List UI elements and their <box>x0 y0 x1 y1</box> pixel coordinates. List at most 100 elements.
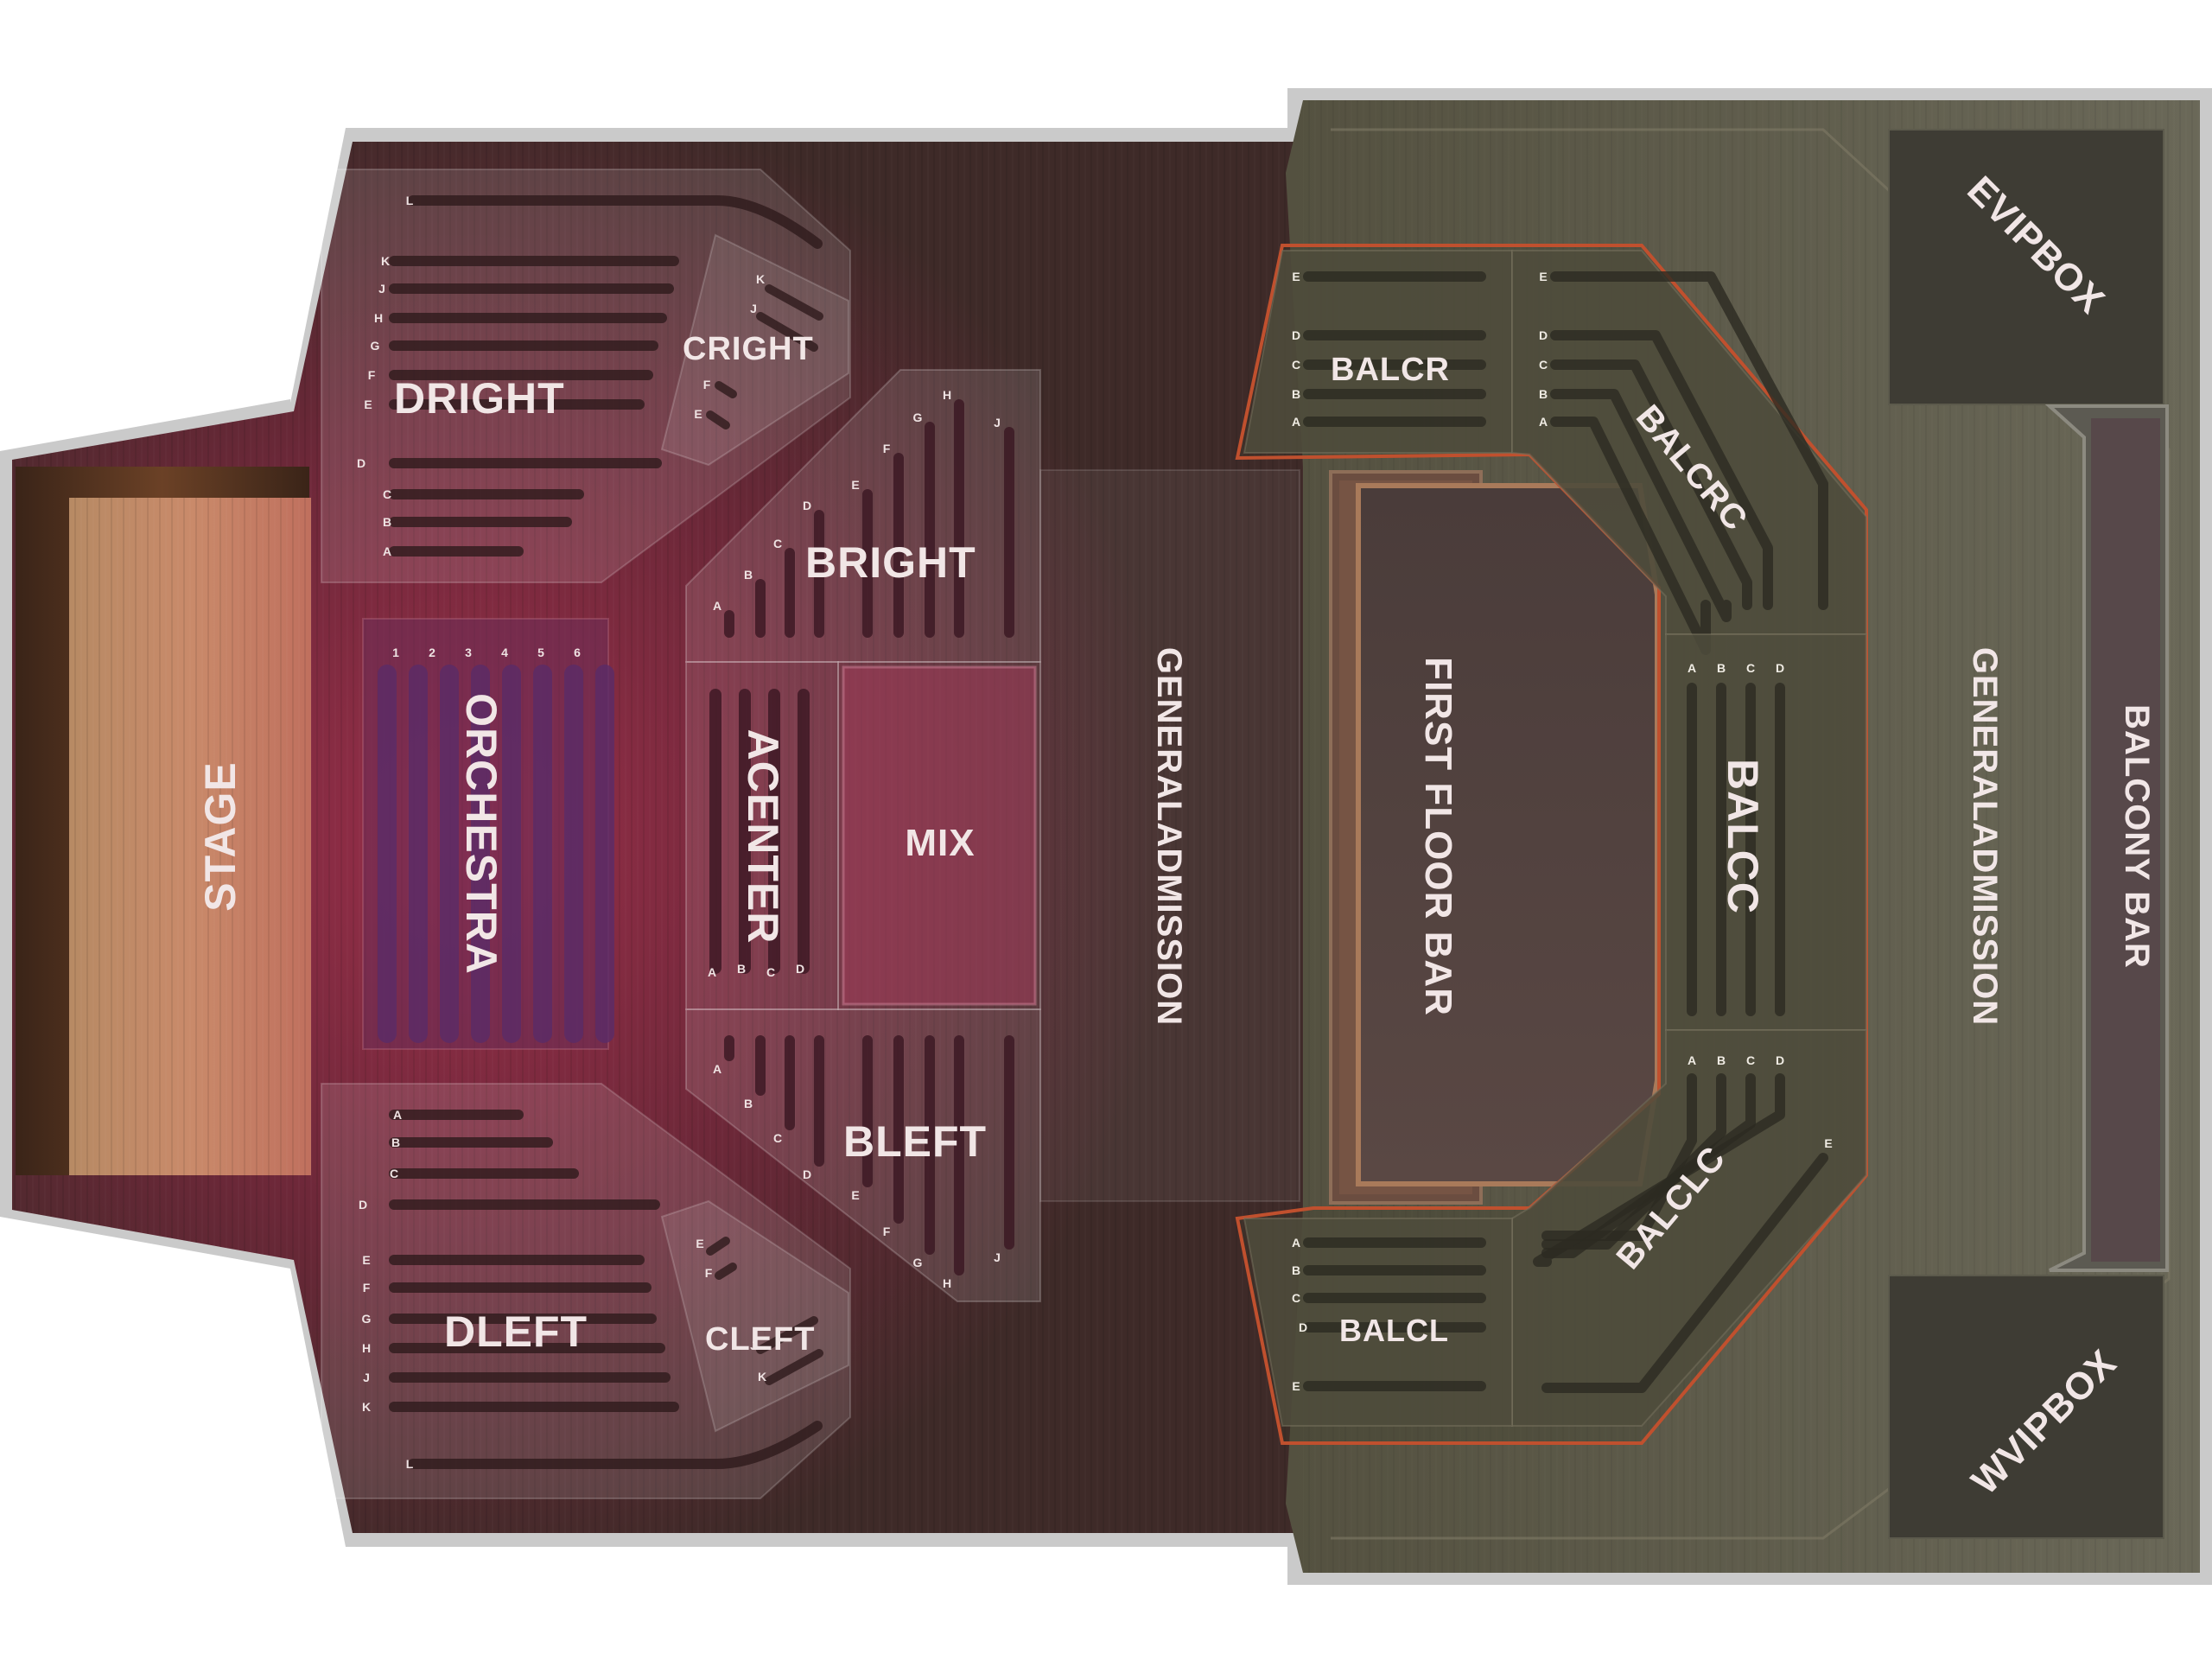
row-label: D <box>1539 328 1548 342</box>
row-label: D <box>796 962 804 976</box>
row-label: F <box>703 378 711 391</box>
row-label: K <box>381 254 390 268</box>
row-label: D <box>357 456 365 470</box>
seat-row[interactable] <box>408 1421 823 1469</box>
seat-row[interactable] <box>765 284 823 321</box>
row-label: D <box>1776 1053 1784 1067</box>
row-label: 4 <box>501 646 508 659</box>
row-label: E <box>851 1188 859 1202</box>
row-label: 6 <box>574 646 581 659</box>
row-label: A <box>1292 1236 1300 1250</box>
row-label: J <box>994 1250 1001 1264</box>
row-label: J <box>750 1339 757 1352</box>
seat-row[interactable] <box>1550 330 1773 610</box>
seat-row[interactable] <box>1550 417 1711 655</box>
row-label: B <box>383 515 391 529</box>
seat-row[interactable] <box>1541 1153 1828 1393</box>
seat-row[interactable] <box>715 1263 737 1280</box>
stage-area[interactable]: STAGE <box>16 467 311 1175</box>
row-label: A <box>713 599 721 613</box>
seat-row[interactable] <box>715 381 737 398</box>
section-general-admission-floor[interactable]: GENERALADMISSION <box>1039 469 1300 1202</box>
row-label: C <box>1746 661 1755 675</box>
seat-row[interactable] <box>1550 389 1732 622</box>
seat-row[interactable] <box>706 410 730 429</box>
seat-row[interactable] <box>1533 1073 1785 1267</box>
bleft-label: BLEFT <box>843 1117 987 1166</box>
row-label: F <box>883 1225 891 1238</box>
balcc-label: BALCC <box>1719 759 1767 914</box>
ga-floor-label: GENERALADMISSION <box>1150 647 1188 1026</box>
row-label: A <box>1688 1053 1696 1067</box>
row-label: 3 <box>465 646 472 659</box>
row-label: L <box>406 1457 414 1471</box>
row-label: C <box>1539 358 1548 372</box>
row-label: E <box>364 398 372 411</box>
row-label: F <box>363 1281 371 1295</box>
seat-row[interactable] <box>408 195 823 249</box>
section-wvipbox[interactable]: WVIPBOX <box>1888 1275 2164 1539</box>
row-label: B <box>1717 661 1726 675</box>
row-label: 2 <box>429 646 435 659</box>
seat-row[interactable] <box>756 1316 818 1354</box>
cleft-label: CLEFT <box>705 1321 815 1358</box>
seat-row[interactable] <box>706 1237 730 1256</box>
dleft-label: DLEFT <box>444 1307 588 1356</box>
row-label: D <box>359 1198 367 1212</box>
seat-row[interactable] <box>756 312 818 352</box>
row-label: E <box>696 1237 703 1250</box>
row-label: H <box>362 1341 371 1355</box>
row-label: L <box>406 194 414 207</box>
row-label: C <box>773 537 782 550</box>
row-label: A <box>1539 415 1548 429</box>
seat-row[interactable] <box>1550 271 1828 610</box>
row-label: G <box>362 1312 372 1326</box>
row-label: A <box>708 965 716 979</box>
seat-row[interactable] <box>1550 359 1752 610</box>
row-label: J <box>994 416 1001 429</box>
seat-row[interactable] <box>765 1349 823 1385</box>
row-label: E <box>362 1253 370 1267</box>
row-label: D <box>803 1167 811 1181</box>
row-label: C <box>383 487 391 501</box>
balcl-label: BALCL <box>1339 1313 1449 1348</box>
section-evipbox[interactable]: EVIPBOX <box>1888 129 2164 405</box>
row-label: G <box>913 410 923 424</box>
section-general-admission-balcony[interactable]: GENERALADMISSION <box>1966 647 2004 1026</box>
row-label: G <box>913 1256 923 1269</box>
row-label: E <box>1292 1379 1300 1393</box>
row-label: J <box>378 282 385 296</box>
row-label: C <box>766 965 775 979</box>
section-mix[interactable]: MIX <box>837 661 1041 1010</box>
row-label: J <box>363 1371 370 1384</box>
row-label: H <box>374 311 383 325</box>
row-label: B <box>1717 1053 1726 1067</box>
row-label: K <box>758 1370 766 1384</box>
row-label: B <box>1292 1263 1300 1277</box>
row-label: A <box>1292 415 1300 429</box>
dright-label: DRIGHT <box>394 374 565 423</box>
row-label: 1 <box>392 646 399 659</box>
row-label: C <box>1292 1291 1300 1305</box>
row-label: C <box>1746 1053 1755 1067</box>
row-label: H <box>943 1276 951 1290</box>
row-label: E <box>1824 1136 1832 1150</box>
row-label: B <box>744 1097 753 1110</box>
balcony-bar[interactable]: BALCONY BAR <box>2044 404 2169 1272</box>
row-label: F <box>883 442 891 455</box>
first-floor-bar[interactable]: FIRST FLOOR BAR <box>1329 470 1660 1205</box>
